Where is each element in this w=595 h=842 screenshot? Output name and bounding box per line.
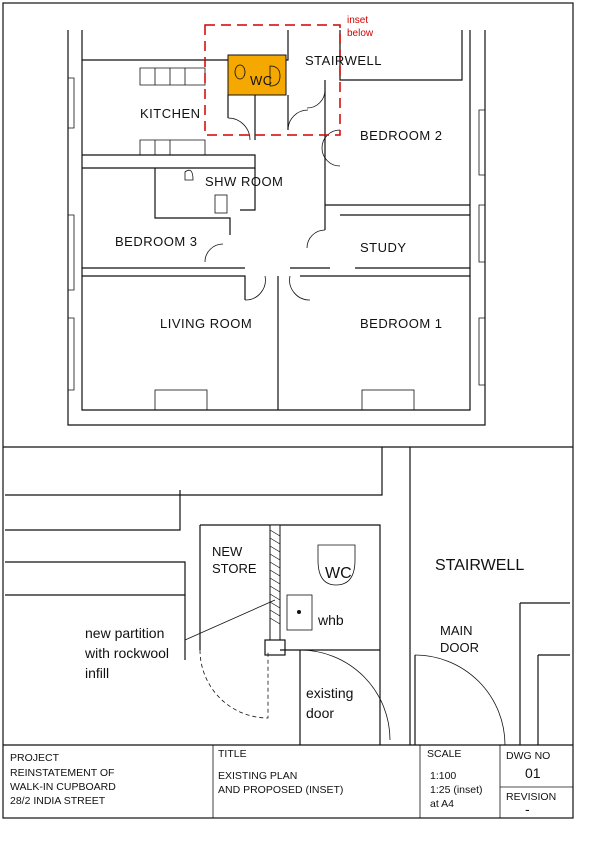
stair-wall-right bbox=[519, 602, 570, 745]
whb-tap-icon bbox=[297, 610, 301, 614]
inset-wall-3 bbox=[5, 561, 186, 660]
label-inset-wc: WC bbox=[325, 565, 352, 582]
inset-wall-top bbox=[5, 447, 383, 496]
inset-marker-box bbox=[204, 24, 341, 136]
inset-plan bbox=[5, 447, 570, 746]
shower-toilet-icon bbox=[214, 194, 228, 214]
existing-plan bbox=[67, 24, 486, 426]
lower-walls bbox=[280, 649, 381, 745]
room-label-bedroom2: BEDROOM 2 bbox=[360, 128, 443, 143]
label-new-partition-3: infill bbox=[85, 665, 109, 681]
tb-scale-line-2: 1:25 (inset) bbox=[430, 784, 483, 796]
tb-dwg-label: DWG NO bbox=[506, 750, 550, 762]
label-main-door-2: DOOR bbox=[440, 640, 479, 655]
door-wc bbox=[287, 109, 309, 131]
label-existing-door-2: door bbox=[306, 705, 334, 721]
tb-scale-label: SCALE bbox=[427, 748, 461, 760]
wc-toilet-icon bbox=[269, 65, 281, 87]
title-block bbox=[3, 744, 573, 818]
door-bed2 bbox=[321, 129, 341, 167]
door-bed3 bbox=[204, 243, 224, 263]
rockwool-hatch bbox=[269, 529, 281, 625]
tb-revision-label: REVISION bbox=[506, 791, 556, 803]
door-study bbox=[306, 229, 326, 249]
label-whb: whb bbox=[317, 612, 344, 628]
top-wall-left bbox=[82, 30, 289, 61]
wc-highlight bbox=[227, 54, 287, 96]
tb-title-line-1: EXISTING PLAN bbox=[218, 770, 297, 782]
wc-basin-icon bbox=[234, 64, 246, 80]
inset-marker-label-2: below bbox=[347, 28, 374, 39]
tb-scale-line-3: at A4 bbox=[430, 798, 454, 810]
shower-basin-icon bbox=[184, 169, 194, 181]
sheet-border bbox=[2, 2, 574, 819]
partition-leader bbox=[184, 599, 276, 641]
inset-wall-2 bbox=[5, 490, 181, 531]
whb-basin bbox=[286, 594, 313, 631]
label-new-partition-1: new partition bbox=[85, 625, 164, 641]
inset-marker-label-1: inset bbox=[347, 15, 368, 26]
label-existing-door-1: existing bbox=[306, 685, 353, 701]
room-label-bedroom1: BEDROOM 1 bbox=[360, 316, 443, 331]
tb-project-label: PROJECT bbox=[10, 752, 60, 764]
tb-scale-line-1: 1:100 bbox=[430, 770, 456, 782]
bedroom2-walls bbox=[324, 80, 470, 230]
outer-wall bbox=[67, 30, 486, 426]
door-stair bbox=[306, 89, 326, 109]
room-label-wc: WC bbox=[250, 73, 273, 88]
room-label-shw-room: SHW ROOM bbox=[205, 174, 283, 189]
main-door-arc bbox=[414, 654, 506, 746]
room-label-kitchen: KITCHEN bbox=[140, 106, 201, 121]
partition-end bbox=[264, 639, 286, 656]
shw-east-wall bbox=[240, 168, 256, 211]
living-bed1-walls bbox=[82, 275, 470, 410]
bottom-window-2 bbox=[361, 389, 415, 411]
label-inset-stairwell: STAIRWELL bbox=[435, 557, 524, 574]
door-bed1 bbox=[289, 275, 311, 301]
shw-walls bbox=[154, 168, 231, 235]
store-walls bbox=[199, 524, 381, 650]
right-windows bbox=[478, 109, 485, 386]
label-new-store-2: STORE bbox=[212, 561, 257, 576]
label-new-partition-2: with rockwool bbox=[84, 645, 169, 661]
inner-wall bbox=[81, 30, 471, 411]
left-windows bbox=[68, 77, 75, 391]
tb-dwg-no: 01 bbox=[525, 765, 541, 781]
kitchen-worktop-top bbox=[139, 67, 206, 86]
kitchen-south-wall bbox=[82, 154, 256, 169]
existing-door-swing-old bbox=[199, 649, 269, 719]
room-label-stairwell: STAIRWELL bbox=[305, 53, 382, 68]
room-label-study: STUDY bbox=[360, 240, 407, 255]
door-kitchen bbox=[227, 117, 251, 141]
label-new-store-1: NEW bbox=[212, 544, 243, 559]
existing-door-arc bbox=[299, 649, 391, 741]
tb-revision: - bbox=[525, 801, 530, 817]
tb-project-line-1: REINSTATEMENT OF bbox=[10, 767, 114, 779]
tb-title-label: TITLE bbox=[218, 748, 247, 760]
tb-project-line-3: 28/2 INDIA STREET bbox=[10, 795, 106, 807]
room-label-living-room: LIVING ROOM bbox=[160, 316, 252, 331]
kitchen-worktop-bottom bbox=[139, 139, 206, 156]
hall-walls bbox=[227, 95, 289, 140]
door-living bbox=[244, 275, 266, 301]
bottom-window-1 bbox=[154, 389, 208, 411]
tb-project-line-2: WALK-IN CUPBOARD bbox=[10, 781, 116, 793]
wc-toilet bbox=[317, 544, 356, 586]
label-main-door-1: MAIN bbox=[440, 623, 473, 638]
tb-title-line-2: AND PROPOSED (INSET) bbox=[218, 784, 343, 796]
room-label-bedroom3: BEDROOM 3 bbox=[115, 234, 198, 249]
